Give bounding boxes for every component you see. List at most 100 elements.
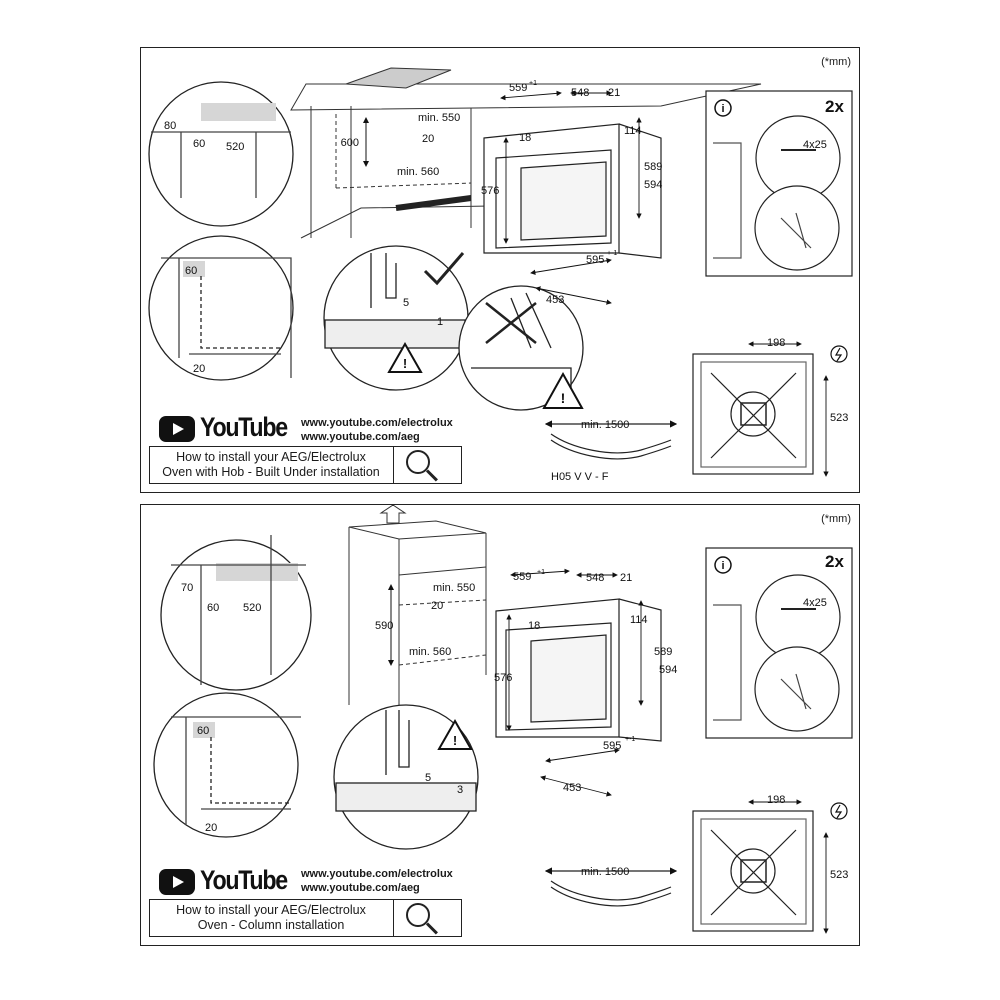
up-arrow-icon (379, 505, 407, 524)
dim-594: 594 (644, 179, 662, 191)
link-electrolux[interactable]: www.youtube.com/electrolux (301, 417, 453, 429)
cable-code: H05 V V - F (551, 471, 609, 483)
dim-595-tolerance: +-1 (607, 250, 617, 257)
power-cable (544, 420, 678, 460)
dim-576: 576 (481, 185, 499, 197)
dim-600: 600 (341, 137, 359, 149)
youtube-wordmark: YouTube (200, 412, 288, 442)
dim-595: 595 (603, 740, 621, 752)
electricity-warning-icon (830, 345, 848, 363)
dim-595-tolerance: +-1 (625, 736, 635, 743)
dim-21: 21 (608, 87, 620, 99)
youtube-wordmark: YouTube (200, 865, 288, 895)
quantity-label: 2x (825, 97, 844, 116)
detail-circle-side (148, 235, 294, 381)
unit-note: (*mm) (821, 56, 851, 68)
dim-60b: 60 (185, 265, 197, 277)
howto-text: How to install your AEG/Electrolux Oven … (150, 903, 392, 933)
oven-outline (495, 598, 662, 742)
search-icon-handle (425, 922, 438, 935)
dim-60a: 60 (193, 138, 205, 150)
howto-divider (393, 900, 395, 936)
dim-453: 453 (546, 294, 564, 306)
panel-built-under: (*mm) 600 min. 550 20 min. 560 (140, 47, 860, 493)
howto-divider (393, 447, 395, 483)
dim-576: 576 (494, 672, 512, 684)
hob-dimensions (748, 799, 829, 934)
dim-523: 523 (830, 869, 848, 881)
dim-589: 589 (654, 646, 672, 658)
warning-triangle-icon: ! (437, 718, 473, 750)
column-cabinet (348, 505, 487, 705)
youtube-play-icon (159, 416, 195, 442)
dim-559-tolerance: +1 (529, 80, 537, 87)
dim-548: 548 (586, 572, 604, 584)
dim-20a: 20 (205, 822, 217, 834)
dim-595: 595 (586, 254, 604, 266)
dim-198: 198 (767, 337, 785, 349)
youtube-logo: YouTube (159, 412, 288, 444)
youtube-play-icon (159, 869, 195, 895)
electricity-warning-icon (830, 802, 848, 820)
dim-20: 20 (422, 133, 434, 145)
dim-18: 18 (519, 132, 531, 144)
detail-circle-side (153, 692, 301, 838)
oven-dimensions (500, 90, 642, 305)
link-electrolux[interactable]: www.youtube.com/electrolux (301, 868, 453, 880)
dim-523: 523 (830, 412, 848, 424)
dim-20: 20 (431, 600, 443, 612)
dim-min560: min. 560 (409, 646, 451, 658)
svg-text:!: ! (561, 390, 566, 406)
search-icon (406, 450, 430, 474)
hob-top-view (692, 810, 814, 932)
howto-box: How to install your AEG/Electrolux Oven … (149, 899, 462, 937)
svg-text:!: ! (453, 733, 457, 748)
warning-triangle-icon: ! (542, 371, 584, 409)
info-icon: i (714, 556, 732, 574)
dim-594: 594 (659, 664, 677, 676)
howto-box: How to install your AEG/Electrolux Oven … (149, 446, 462, 484)
youtube-links: www.youtube.com/electrolux www.youtube.c… (301, 867, 453, 895)
howto-line-2: Oven - Column installation (197, 918, 345, 932)
dim-gap1: 1 (437, 316, 443, 328)
svg-text:i: i (721, 103, 724, 115)
oven-outline (483, 123, 662, 259)
hob-top-view (692, 353, 814, 475)
dim-60a: 60 (207, 602, 219, 614)
dim-520: 520 (226, 141, 244, 153)
hob-dimensions (748, 341, 829, 477)
cabinet-outline (290, 67, 762, 239)
dim-min560: min. 560 (397, 166, 439, 178)
cabinet-dimensions: 600 min. 550 20 min. 560 (341, 112, 461, 178)
howto-line-1: How to install your AEG/Electrolux (176, 450, 366, 464)
dim-453: 453 (563, 782, 581, 794)
howto-text: How to install your AEG/Electrolux Oven … (150, 450, 392, 480)
dim-80: 80 (164, 120, 176, 132)
dim-gap5: 5 (403, 297, 409, 309)
svg-text:!: ! (403, 356, 407, 371)
power-cable (544, 867, 678, 907)
panel-column: (*mm) 590 min. 550 20 min. 560 7 (140, 504, 860, 946)
screw-size: 4x25 (803, 139, 827, 151)
youtube-links: www.youtube.com/electrolux www.youtube.c… (301, 416, 453, 444)
link-aeg[interactable]: www.youtube.com/aeg (301, 882, 420, 894)
search-icon (406, 903, 430, 927)
dim-520: 520 (243, 602, 261, 614)
dim-559: 559 (513, 571, 531, 583)
dim-114: 114 (624, 125, 642, 137)
dim-589: 589 (644, 161, 662, 173)
fixing-screws-box (705, 547, 853, 739)
howto-line-2: Oven with Hob - Built Under installation (162, 465, 380, 479)
dim-548: 548 (571, 87, 589, 99)
screw-size: 4x25 (803, 597, 827, 609)
fixing-screws-box (705, 90, 853, 277)
dim-gap5: 5 (425, 772, 431, 784)
detail-circle-ventilation (148, 81, 294, 227)
dim-18: 18 (528, 620, 540, 632)
detail-circle-gap (333, 704, 479, 850)
link-aeg[interactable]: www.youtube.com/aeg (301, 431, 420, 443)
dim-gap3: 3 (457, 784, 463, 796)
cable-length: min. 1500 (581, 866, 629, 878)
oven-dimensions (506, 568, 644, 797)
dim-min550: min. 550 (418, 112, 460, 124)
